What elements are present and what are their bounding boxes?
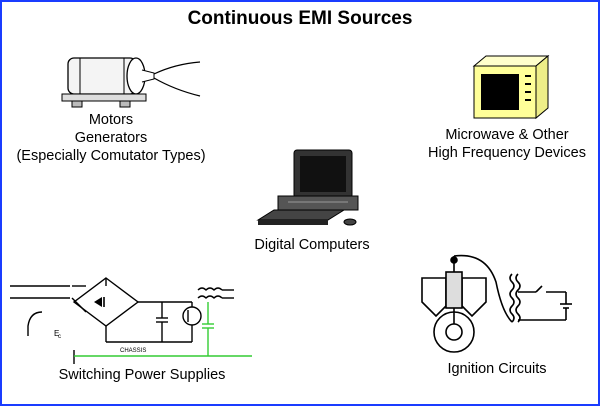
motor-icon: [61, 57, 201, 108]
computers-label: Digital Computers: [254, 237, 370, 253]
microwave-label: Microwave & Other High Frequency Devices: [428, 127, 586, 161]
ignition-label: Ignition Circuits: [447, 361, 547, 377]
motors-label: Motors Generators (Especially Comutator …: [16, 112, 206, 164]
ignition-engine-icon: [421, 254, 572, 353]
emitter-label: E: [54, 329, 59, 338]
switching-circuit-icon: E c CHASSIS: [10, 277, 252, 364]
diagram-title: Continuous EMI Sources: [187, 8, 413, 29]
chassis-label: CHASSIS: [120, 348, 146, 354]
computer-icon: [256, 149, 359, 226]
emitter-sub-label: c: [58, 334, 61, 340]
power-supplies-label: Switching Power Supplies: [58, 367, 226, 383]
microwave-oven-icon: [472, 54, 550, 120]
